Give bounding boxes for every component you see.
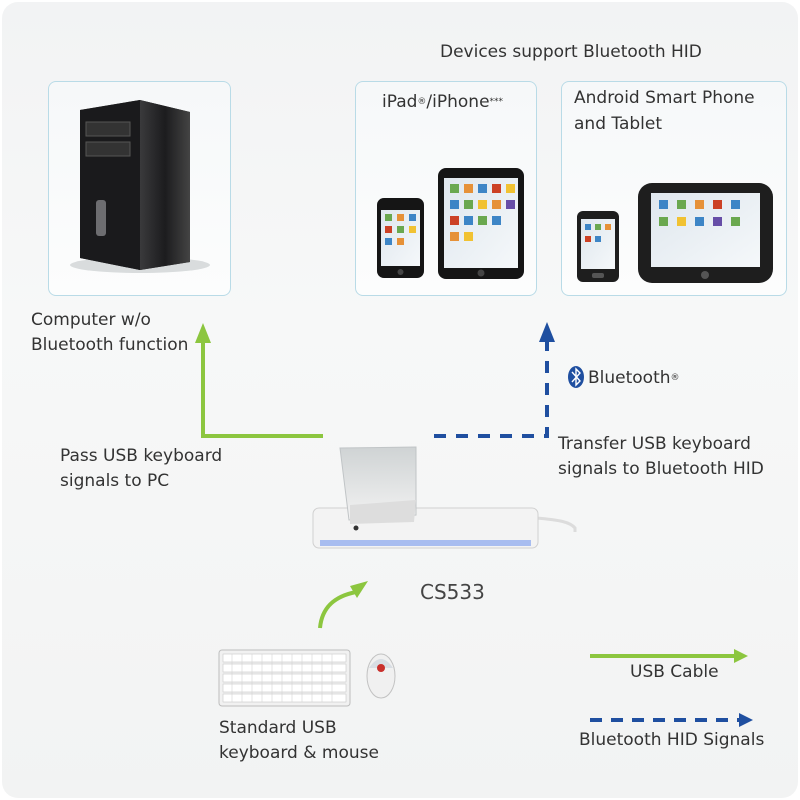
keyboard-label-line2: keyboard & mouse xyxy=(219,743,379,763)
ipad-iphone-label: iPad®/iPhone*** xyxy=(382,90,503,115)
bluetooth-logo-text: Bluetooth® xyxy=(588,366,680,391)
ipad-icon xyxy=(438,168,524,279)
bluetooth-arrow-to-devices xyxy=(434,322,555,438)
android-phone-icon xyxy=(577,211,619,282)
legend-bt-label: Bluetooth HID Signals xyxy=(579,730,765,750)
cs533-device-icon xyxy=(312,446,577,549)
android-tablet-icon xyxy=(638,183,773,283)
iphone-icon xyxy=(377,198,424,278)
computer-label-line2: Bluetooth function xyxy=(31,335,189,355)
iphone-footnote-mark: *** xyxy=(489,97,504,107)
device-model-label: CS533 xyxy=(420,580,485,604)
pass-label-line2: signals to PC xyxy=(60,471,170,491)
devices-header: Devices support Bluetooth HID xyxy=(440,42,702,62)
keyboard-label-line1: Standard USB xyxy=(219,718,337,738)
transfer-label-line1: Transfer USB keyboard xyxy=(558,434,751,454)
usb-arrow-from-keyboard xyxy=(318,581,368,629)
keyboard-icon xyxy=(218,649,351,707)
iphone-text: /iPhone xyxy=(426,92,490,112)
pass-label-line1: Pass USB keyboard xyxy=(60,446,223,466)
mouse-icon xyxy=(366,653,396,699)
bluetooth-registered-mark: ® xyxy=(670,373,680,383)
android-label-line1: Android Smart Phone xyxy=(574,88,755,108)
usb-arrow-to-pc xyxy=(195,323,323,438)
ipad-registered-mark: ® xyxy=(417,97,427,107)
computer-label-line1: Computer w/o xyxy=(31,310,151,330)
ipad-text: iPad xyxy=(382,92,418,112)
tower-pc-icon xyxy=(70,100,210,273)
android-label-line2: and Tablet xyxy=(574,114,663,134)
transfer-label-line2: signals to Bluetooth HID xyxy=(558,459,764,479)
legend-bt-line xyxy=(590,713,753,727)
legend-usb-label: USB Cable xyxy=(630,662,719,682)
legend-usb-line xyxy=(590,649,748,663)
bluetooth-logo-word: Bluetooth xyxy=(588,368,671,388)
bluetooth-icon xyxy=(568,366,584,388)
